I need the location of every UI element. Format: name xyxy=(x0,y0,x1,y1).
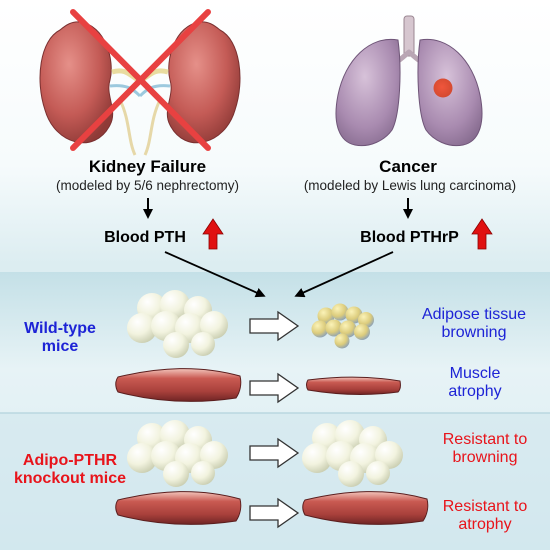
converge-arrow-right xyxy=(294,251,394,298)
wild-type-label: Wild-type mice xyxy=(24,320,96,355)
lung-illustration xyxy=(335,15,483,147)
white-adipose-cluster-ko-before xyxy=(127,420,228,487)
cancer-title: Cancer xyxy=(379,157,437,176)
increase-arrow-right xyxy=(471,218,493,250)
hollow-arrow-muscle-ko xyxy=(249,497,300,529)
muscle-normal-ko-before xyxy=(115,491,242,525)
wt-adipose-result: Adipose tissue browning xyxy=(421,306,527,341)
knockout-label: Adipo-PTHR knockout mice xyxy=(13,452,127,487)
hollow-arrow-adipose-ko xyxy=(249,437,300,469)
hollow-arrow-muscle-wt xyxy=(249,372,300,404)
beige-adipose-cluster-wt xyxy=(311,303,374,349)
increase-arrow-left xyxy=(202,218,224,250)
cross-mark-line2 xyxy=(70,9,211,151)
tumor xyxy=(433,78,453,98)
kidney-failure-title: Kidney Failure xyxy=(88,157,207,176)
wt-muscle-result: Muscle atrophy xyxy=(448,365,502,400)
cancer-subtitle: (modeled by Lewis lung carcinoma) xyxy=(303,178,517,193)
blood-pthrp-label: Blood PTHrP xyxy=(360,229,459,246)
ureters xyxy=(118,99,162,156)
trachea xyxy=(403,15,415,57)
kidney-illustration xyxy=(39,9,241,156)
blood-pth-label: Blood PTH xyxy=(104,229,186,246)
ko-adipose-result: Resistant to browning xyxy=(442,431,528,466)
muscle-atrophied-wt xyxy=(306,376,401,395)
left-lung xyxy=(335,38,401,147)
white-adipose-cluster-ko-after xyxy=(302,420,403,487)
converge-arrow-left xyxy=(164,251,266,298)
muscle-normal-ko-after xyxy=(302,491,429,525)
hollow-arrow-adipose-wt xyxy=(249,310,300,342)
muscle-normal-wt xyxy=(115,368,242,402)
ko-muscle-result: Resistant to atrophy xyxy=(442,498,528,533)
knockout-band xyxy=(0,413,550,550)
kidney-failure-subtitle: (modeled by 5/6 nephrectomy) xyxy=(55,178,240,193)
white-adipose-cluster-wt xyxy=(127,290,228,358)
